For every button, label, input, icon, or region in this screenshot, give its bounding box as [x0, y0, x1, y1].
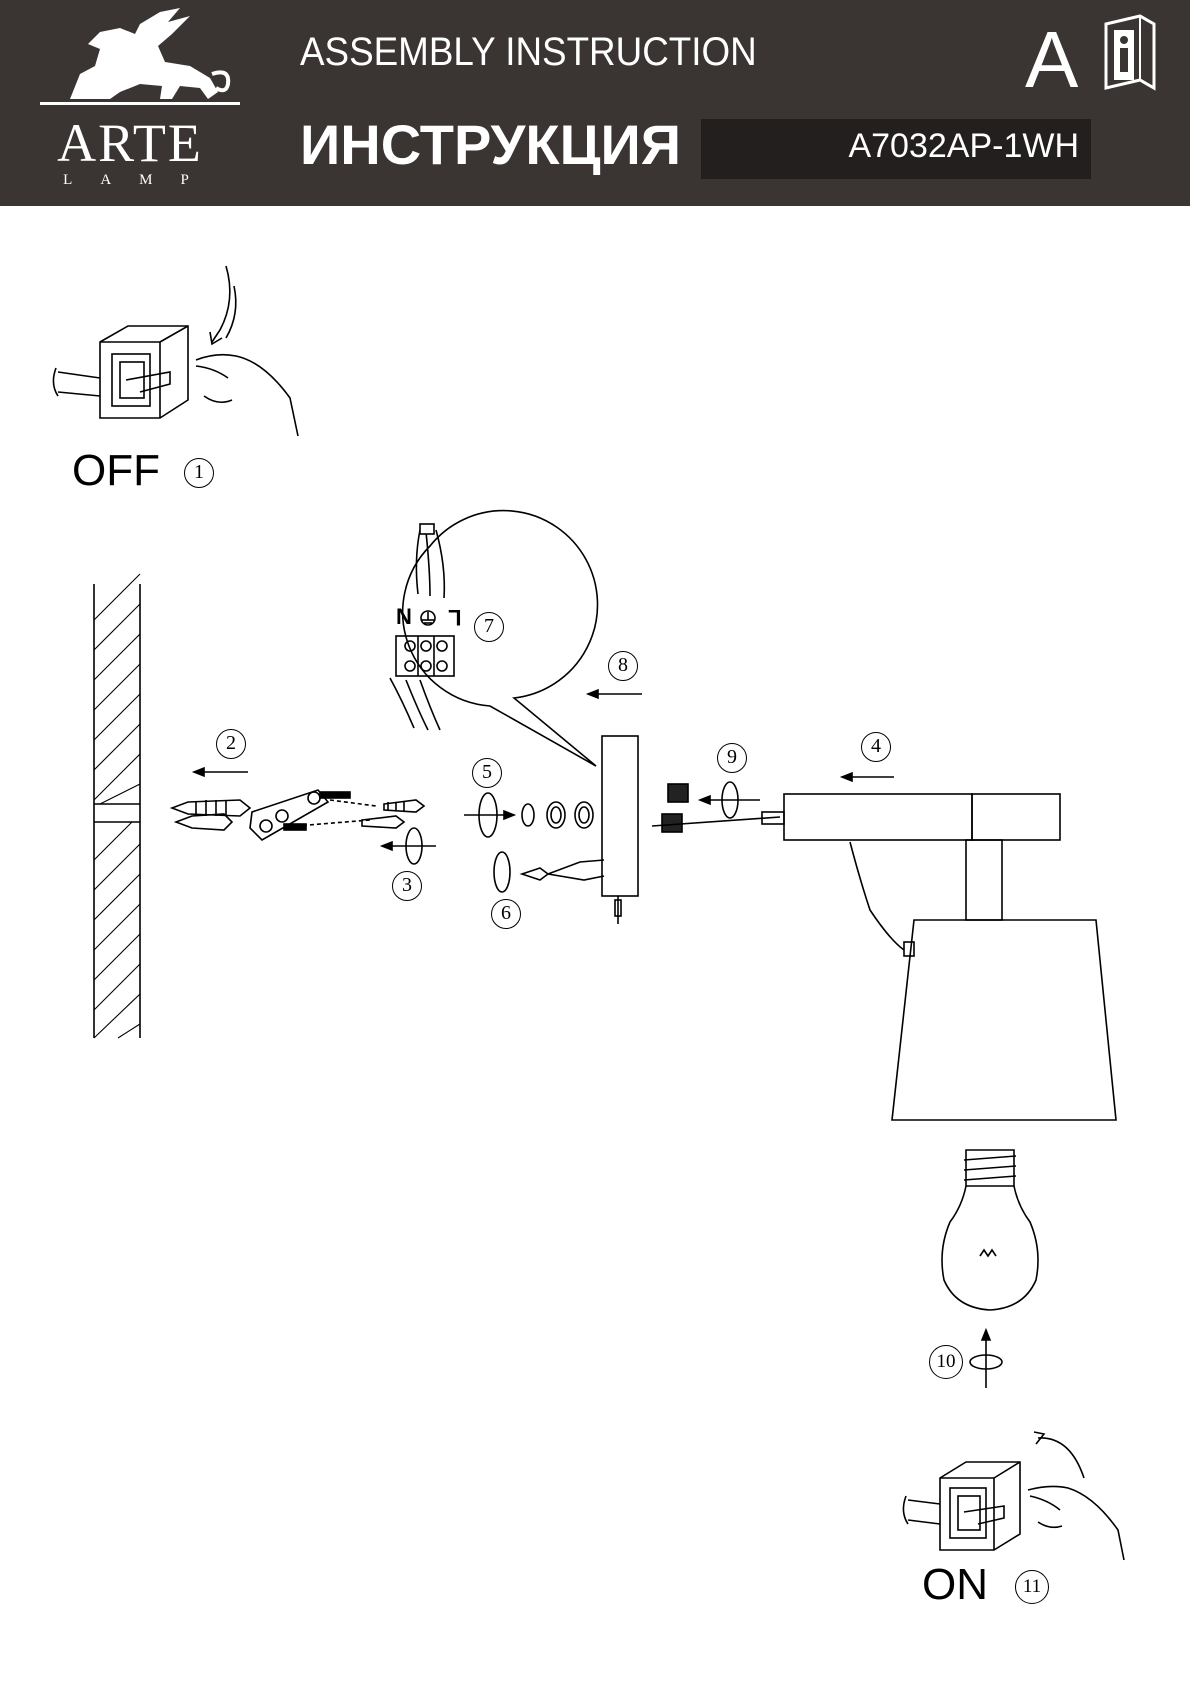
step-number-6: 6 — [491, 899, 521, 929]
info-book-icon — [1104, 14, 1156, 91]
model-badge: A7032AP-1WH — [701, 119, 1091, 179]
ground-symbol-icon — [420, 610, 436, 626]
off-label: OFF — [72, 446, 160, 495]
step-number-5: 5 — [472, 758, 502, 788]
light-bulb — [941, 1149, 1039, 1388]
lamp-fixture — [761, 771, 1117, 1121]
assembly-diagram — [52, 265, 1125, 1561]
model-number: A7032AP-1WH — [848, 127, 1079, 165]
title-russian: ИНСТРУКЦИЯ — [300, 113, 681, 176]
step-number-10: 10 — [929, 1345, 963, 1379]
header-bar: ARTE LAMP ASSEMBLY INSTRUCTION ИНСТРУКЦИ… — [0, 0, 1190, 206]
title-english: ASSEMBLY INSTRUCTION — [300, 30, 757, 74]
wire-connector — [493, 851, 605, 893]
terminal-block-callout — [389, 509, 599, 767]
step-number-7: 7 — [474, 612, 504, 642]
step-number-11: 11 — [1015, 1570, 1049, 1604]
brand-subtitle: LAMP — [63, 172, 217, 188]
step-number-4: 4 — [861, 732, 891, 762]
step-number-3: 3 — [392, 871, 422, 901]
language-letter: A — [1025, 15, 1079, 104]
step-number-8: 8 — [608, 651, 638, 681]
cap-nuts — [651, 781, 781, 833]
terminal-neutral-label: N — [396, 604, 412, 629]
step-number-1: 1 — [184, 458, 214, 488]
griffin-logo-icon — [40, 8, 240, 105]
wall-section — [93, 573, 141, 1039]
switch-off-illustration — [52, 265, 299, 437]
terminal-live-label: L — [448, 605, 462, 630]
anchors-and-plate — [169, 766, 377, 841]
brand-wordmark: ARTE — [57, 113, 203, 173]
screws — [361, 799, 436, 865]
nuts-and-washers — [464, 792, 594, 838]
on-label: ON — [922, 1560, 988, 1609]
canopy-plate — [585, 688, 642, 924]
step-number-2: 2 — [216, 729, 246, 759]
switch-on-illustration — [902, 1431, 1125, 1561]
step-number-9: 9 — [717, 743, 747, 773]
